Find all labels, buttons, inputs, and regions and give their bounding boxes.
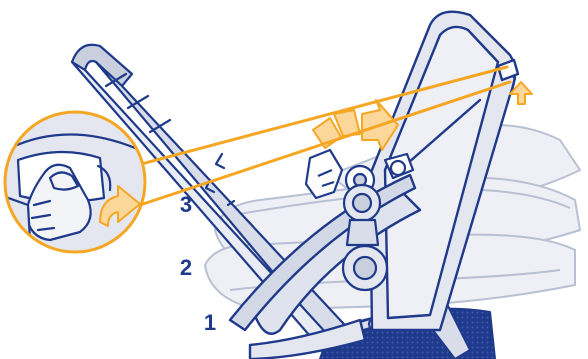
step-number-3: 3	[180, 192, 192, 217]
step-number-2: 2	[180, 255, 192, 280]
handlebar-bumper	[72, 45, 132, 86]
step-number-1: 1	[204, 310, 216, 335]
hinge-ring	[391, 161, 405, 175]
magnified-sleeve	[0, 195, 30, 250]
hinge-link	[347, 220, 378, 245]
magnifier-detail	[0, 106, 150, 260]
frame-clip	[216, 154, 224, 168]
hinge-joint-upper-inner	[353, 194, 371, 212]
hinge-joint-lower-inner	[354, 257, 376, 279]
